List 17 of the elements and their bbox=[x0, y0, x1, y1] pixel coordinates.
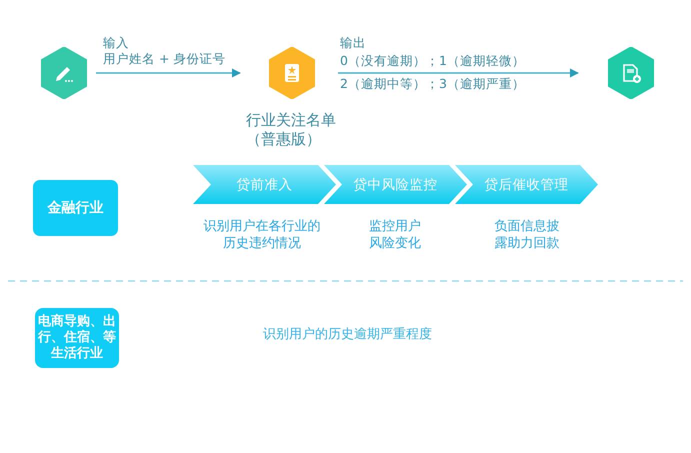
step-description: 监控用户风险变化 bbox=[368, 218, 422, 252]
input-fields-text: 用户姓名 + 身份证号 bbox=[103, 51, 226, 66]
edge-label: 输出 bbox=[340, 35, 366, 50]
edge-label: 输入 bbox=[103, 35, 129, 50]
node-caption: 行业关注名单（普惠版） bbox=[246, 111, 337, 149]
chevron-step: 贷后催收管理 bbox=[455, 165, 598, 204]
chevron-step: 贷前准入 bbox=[193, 165, 336, 204]
output-code-text: 2（逾期中等）；3（逾期严重） bbox=[340, 76, 525, 91]
output-code-text: 0（没有逾期）；1（逾期轻微） bbox=[340, 53, 525, 68]
step-description: 负面信息披露助力回款 bbox=[494, 218, 560, 252]
arrow bbox=[338, 68, 579, 78]
category-box: 电商导购、出行、住宿、等生活行业 bbox=[35, 308, 119, 368]
row-description: 识别用户的历史逾期严重程度 bbox=[263, 327, 432, 342]
chevron-step: 贷中风险监控 bbox=[324, 165, 467, 204]
category-box: 金融行业 bbox=[33, 180, 118, 236]
step-description: 识别用户在各行业的历史违约情况 bbox=[202, 218, 322, 252]
arrow bbox=[96, 68, 241, 78]
